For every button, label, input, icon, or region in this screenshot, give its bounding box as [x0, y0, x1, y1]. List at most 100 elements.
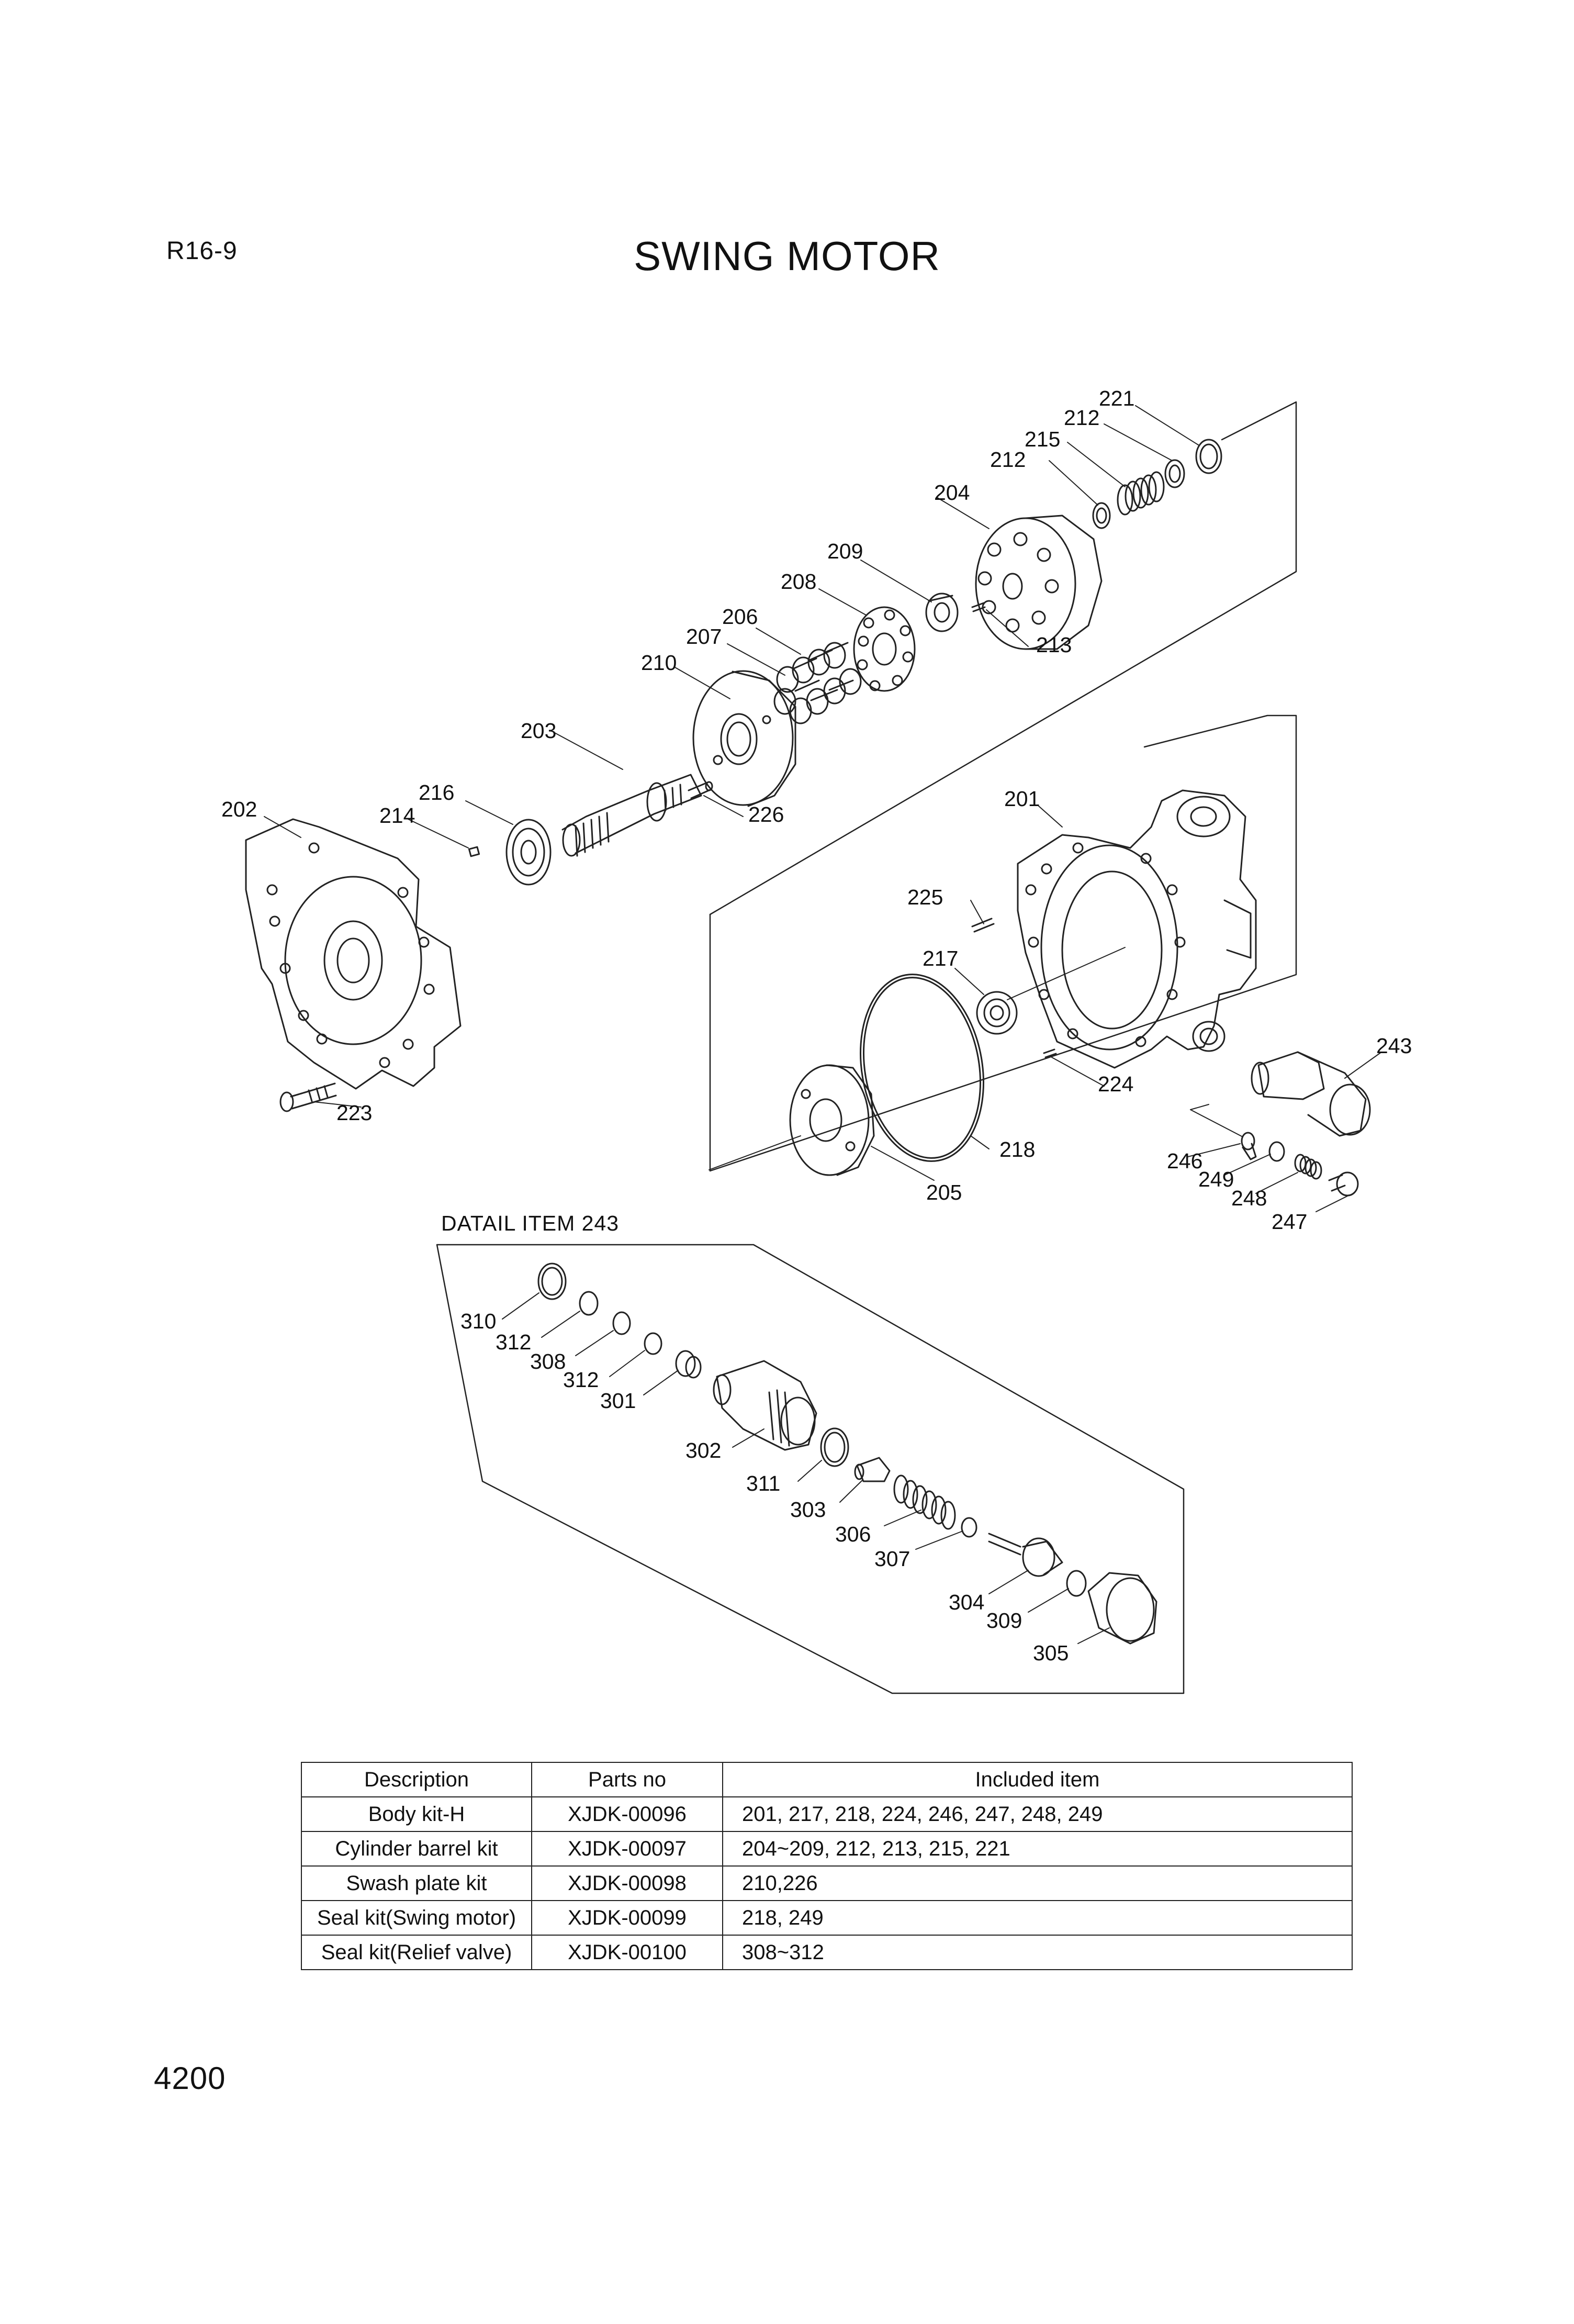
o-ring-249	[1268, 1141, 1285, 1162]
kit-description: Swash plate kit	[301, 1865, 532, 1901]
pin-225	[971, 918, 995, 933]
callout-304: 304	[949, 1590, 984, 1614]
table-row: Seal kit(Swing motor) XJDK-00099 218, 24…	[301, 1900, 1353, 1936]
callout-202: 202	[221, 797, 257, 821]
section-code: R16-9	[166, 237, 238, 265]
detail-parts	[537, 1262, 1157, 1645]
page-number: 4200	[154, 2061, 226, 2096]
callout-247: 247	[1272, 1210, 1307, 1234]
ring-308	[612, 1311, 631, 1335]
callout-303: 303	[790, 1498, 826, 1522]
bolt-223	[279, 1082, 337, 1112]
body-302	[713, 1360, 817, 1451]
kit-included-items: 210,226	[722, 1865, 1353, 1901]
callout-305: 305	[1033, 1641, 1069, 1665]
cover-plate-202	[245, 818, 462, 1090]
callout-208: 208	[781, 569, 816, 594]
callout-301: 301	[600, 1389, 636, 1413]
pin-224	[1043, 1048, 1057, 1058]
leader-lines	[264, 405, 1382, 1644]
kit-included-items: 218, 249	[722, 1900, 1353, 1936]
callout-246: 246	[1167, 1149, 1202, 1173]
o-ring-311	[820, 1427, 849, 1467]
callout-214: 214	[379, 803, 415, 828]
callout-213: 213	[1036, 633, 1072, 657]
callout-311: 311	[746, 1471, 780, 1495]
callout-312b: 312	[563, 1368, 599, 1392]
pin-226	[688, 781, 713, 799]
callout-206: 206	[722, 605, 758, 629]
callout-223: 223	[336, 1101, 372, 1125]
swash-plate-210	[692, 670, 796, 807]
callout-302: 302	[685, 1438, 721, 1462]
poppet-303	[854, 1457, 891, 1482]
kit-description: Seal kit(Swing motor)	[301, 1900, 532, 1936]
kit-part-number: XJDK-00096	[531, 1796, 723, 1832]
callout-248: 248	[1231, 1186, 1267, 1210]
o-ring-309	[1066, 1570, 1087, 1597]
kit-description: Cylinder barrel kit	[301, 1831, 532, 1867]
callout-204: 204	[934, 481, 970, 505]
adjuster-304	[988, 1533, 1063, 1577]
column-header: Parts no	[531, 1762, 723, 1797]
kit-description: Body kit-H	[301, 1796, 532, 1832]
ring-312b	[644, 1332, 662, 1355]
callout-209: 209	[827, 539, 863, 563]
o-ring-310	[537, 1262, 567, 1300]
callout-225: 225	[907, 885, 943, 909]
bearing-216	[505, 819, 552, 886]
retainer-plate-208	[853, 606, 916, 692]
callout-labels: 201 202 203 204 205 206 207 208 209 210 …	[221, 386, 1412, 1665]
page-title: SWING MOTOR	[634, 233, 940, 279]
column-header: Description	[301, 1762, 532, 1797]
callout-217: 217	[923, 946, 958, 970]
kit-part-number: XJDK-00099	[531, 1900, 723, 1936]
relief-valve-243	[1251, 1051, 1371, 1137]
motor-body-201	[1017, 789, 1257, 1069]
pin-214	[468, 846, 480, 857]
kit-included-items: 308~312	[722, 1935, 1353, 1970]
table-row: Body kit-H XJDK-00096 201, 217, 218, 224…	[301, 1796, 1353, 1832]
table-row: Seal kit(Relief valve) XJDK-00100 308~31…	[301, 1935, 1353, 1970]
washer-212b-inner	[1168, 464, 1181, 483]
kit-included-items: 204~209, 212, 213, 215, 221	[722, 1831, 1353, 1867]
cylinder-group-outline	[709, 401, 1297, 915]
ring-307	[961, 1517, 977, 1538]
shaft-203	[561, 774, 702, 857]
kit-description: Seal kit(Relief valve)	[301, 1935, 532, 1970]
table-row: Swash plate kit XJDK-00098 210,226	[301, 1865, 1353, 1901]
callout-221: 221	[1099, 386, 1134, 410]
exploded-parts-diagram: 201 202 203 204 205 206 207 208 209 210 …	[221, 386, 1412, 1694]
callout-205: 205	[926, 1180, 962, 1204]
callout-201: 201	[1004, 787, 1040, 811]
kit-part-number: XJDK-00100	[531, 1935, 723, 1970]
callout-306: 306	[835, 1522, 871, 1546]
callout-216: 216	[419, 780, 454, 805]
callout-224: 224	[1098, 1072, 1133, 1096]
callout-249: 249	[1198, 1167, 1234, 1191]
callout-243: 243	[1376, 1034, 1412, 1058]
spring-306	[893, 1474, 956, 1530]
washer-212b	[1164, 459, 1185, 488]
ball-guide-209	[925, 593, 959, 632]
column-header: Included item	[722, 1762, 1353, 1797]
callout-203: 203	[521, 719, 556, 743]
callout-212a: 212	[1064, 406, 1099, 430]
spring-215	[1117, 471, 1165, 516]
plug-246	[1241, 1132, 1257, 1160]
callout-210: 210	[641, 651, 677, 675]
o-ring-218	[860, 974, 984, 1162]
callout-308: 308	[530, 1349, 566, 1373]
kit-part-number: XJDK-00098	[531, 1865, 723, 1901]
detail-outline	[436, 1244, 1185, 1694]
callout-226: 226	[748, 802, 784, 826]
washer-212a	[1092, 502, 1111, 529]
bearing-217	[976, 991, 1018, 1035]
ring-312a	[579, 1291, 599, 1316]
snap-ring-221	[1195, 439, 1222, 474]
callout-312a: 312	[496, 1330, 531, 1354]
table-header-row: Description Parts no Included item	[301, 1762, 1353, 1797]
kit-part-number: XJDK-00097	[531, 1831, 723, 1867]
upper-assembly-outline	[709, 714, 1297, 1172]
callout-215: 215	[1025, 427, 1060, 451]
